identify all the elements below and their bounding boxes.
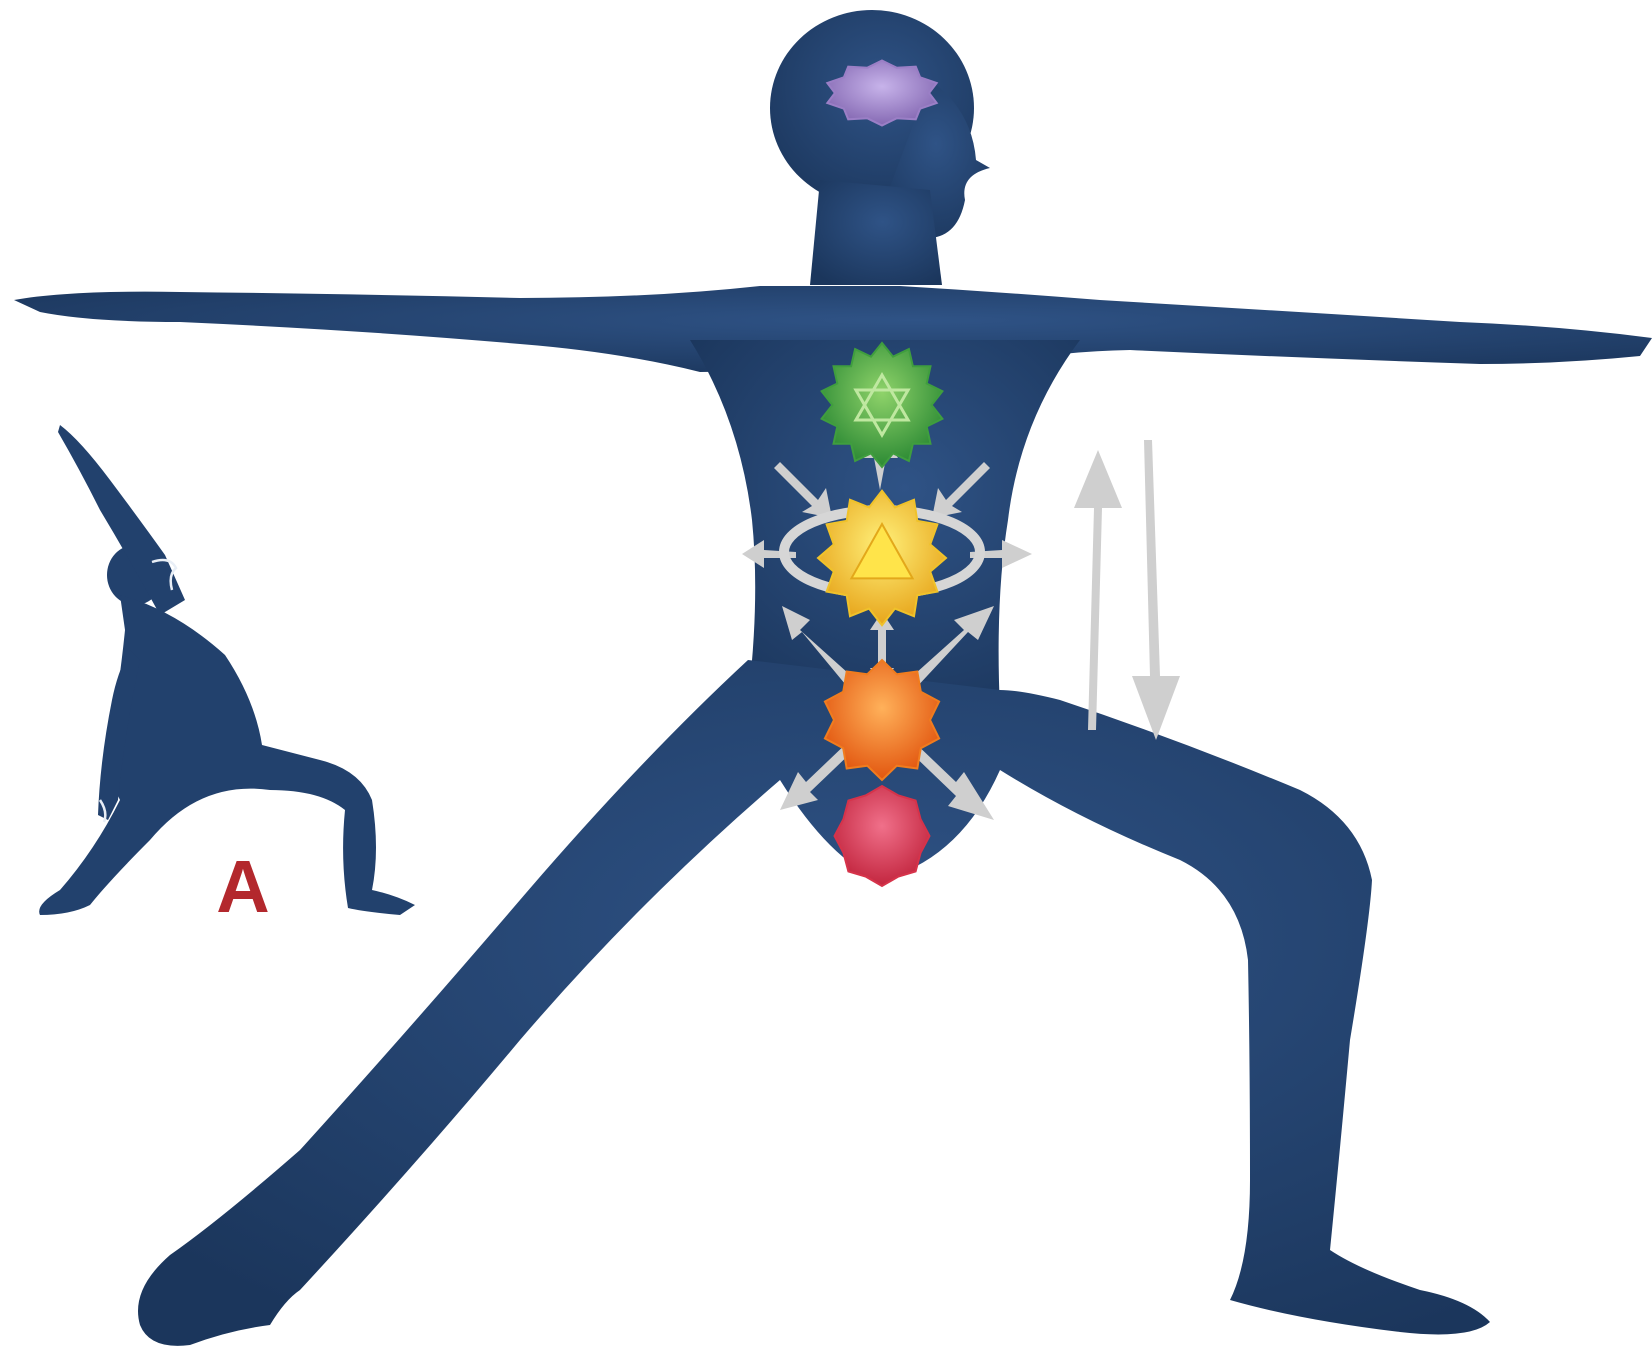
arrow-side-down	[1132, 440, 1180, 740]
legs	[138, 660, 1490, 1346]
figure-label: A	[216, 845, 269, 928]
main-figure	[14, 10, 1652, 1346]
chakra-root-shape	[835, 786, 930, 886]
chakra-root	[835, 786, 930, 886]
arrow-side-up	[1074, 450, 1122, 730]
small-figure	[39, 425, 415, 915]
neck	[810, 180, 942, 285]
